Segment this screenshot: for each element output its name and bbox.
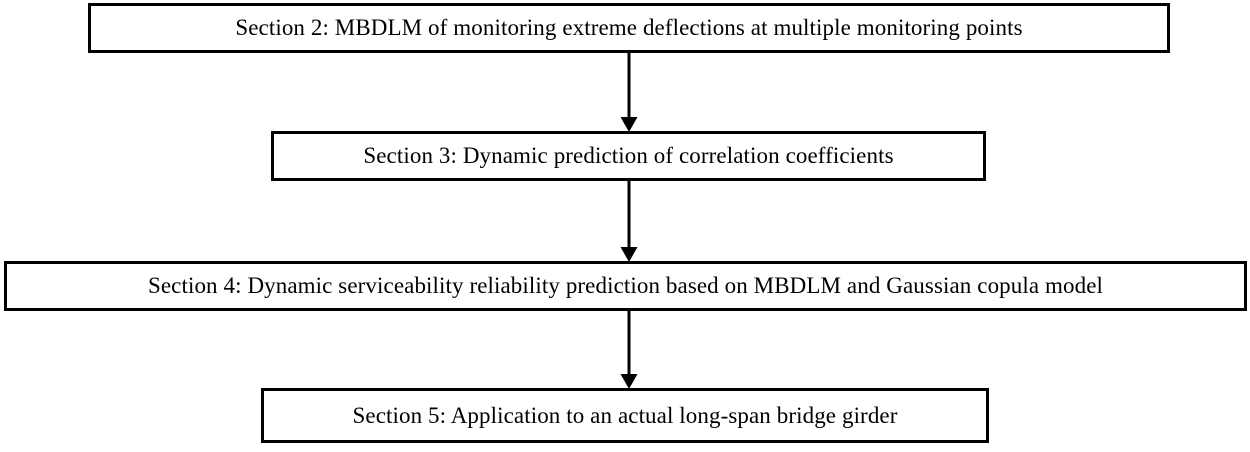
flowchart-arrow-section4-to-section5 <box>620 311 638 389</box>
flowchart-arrow-section2-to-section3 <box>620 53 638 132</box>
flowchart-node-section-4[interactable]: Section 4: Dynamic serviceability reliab… <box>4 261 1247 311</box>
down-arrow-icon <box>620 311 638 389</box>
flowchart-node-section-5[interactable]: Section 5: Application to an actual long… <box>261 388 989 443</box>
flowchart-node-label: Section 2: MBDLM of monitoring extreme d… <box>235 15 1023 41</box>
flowchart-node-label: Section 4: Dynamic serviceability reliab… <box>147 273 1104 299</box>
flowchart-node-section-2[interactable]: Section 2: MBDLM of monitoring extreme d… <box>88 3 1170 53</box>
flowchart-arrow-section3-to-section4 <box>620 181 638 262</box>
flowchart-node-label: Section 5: Application to an actual long… <box>352 402 898 428</box>
flowchart-node-label: Section 3: Dynamic prediction of correla… <box>363 143 894 169</box>
flowchart-node-section-3[interactable]: Section 3: Dynamic prediction of correla… <box>271 131 986 181</box>
down-arrow-icon <box>620 181 638 262</box>
down-arrow-icon <box>620 53 638 132</box>
